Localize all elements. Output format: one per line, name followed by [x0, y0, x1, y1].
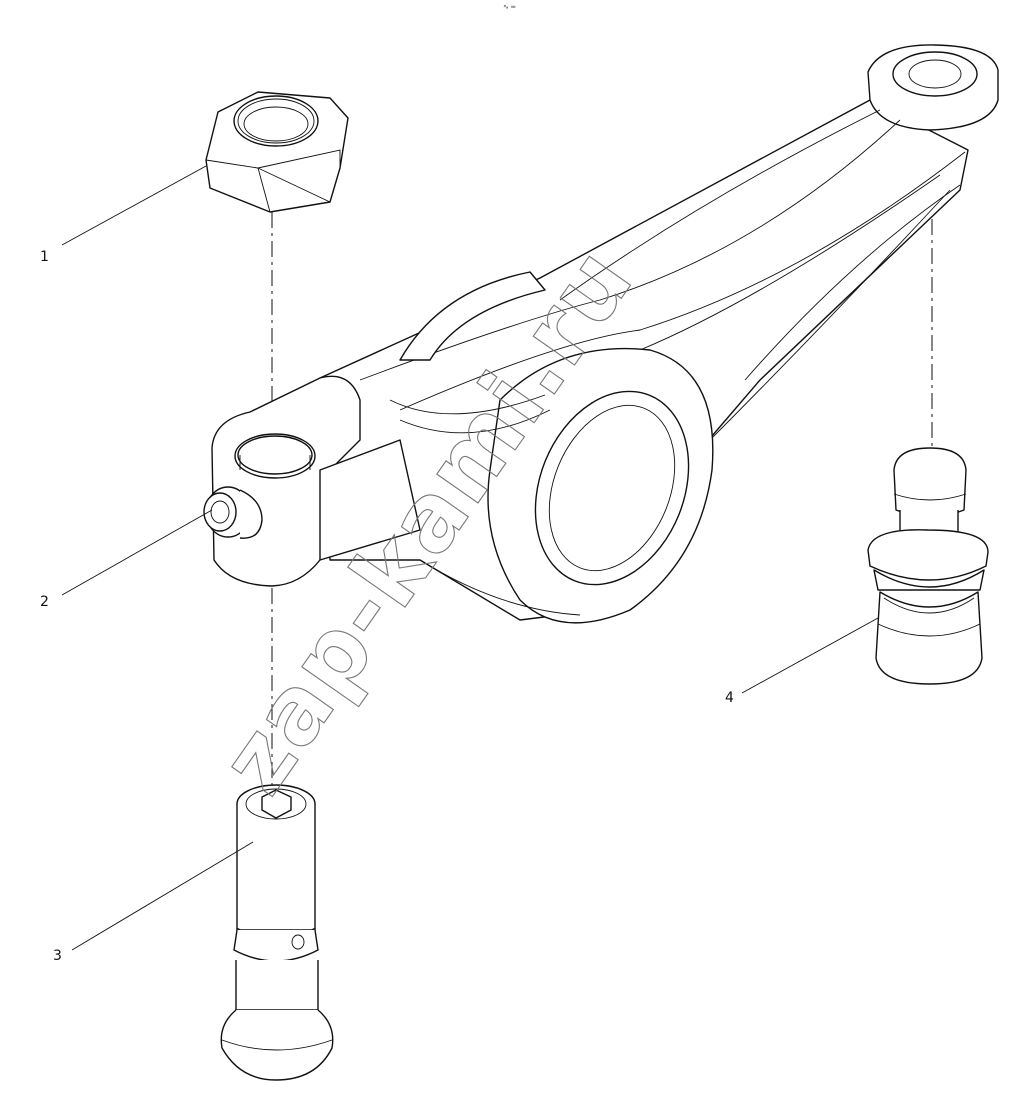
callout-3: 3 — [53, 948, 62, 964]
callout-2: 2 — [40, 594, 49, 610]
leader-lines — [61, 165, 879, 951]
ball-pin — [867, 447, 989, 685]
adjusting-screw — [220, 784, 334, 1081]
callout-1: 1 — [40, 249, 49, 265]
hex-nut — [205, 91, 349, 213]
rocker-arm — [203, 44, 999, 624]
center-lines — [271, 190, 933, 800]
callout-4: 4 — [725, 690, 734, 706]
top-mark: ∿ ═ — [503, 3, 516, 11]
clamp-screw — [203, 486, 263, 539]
